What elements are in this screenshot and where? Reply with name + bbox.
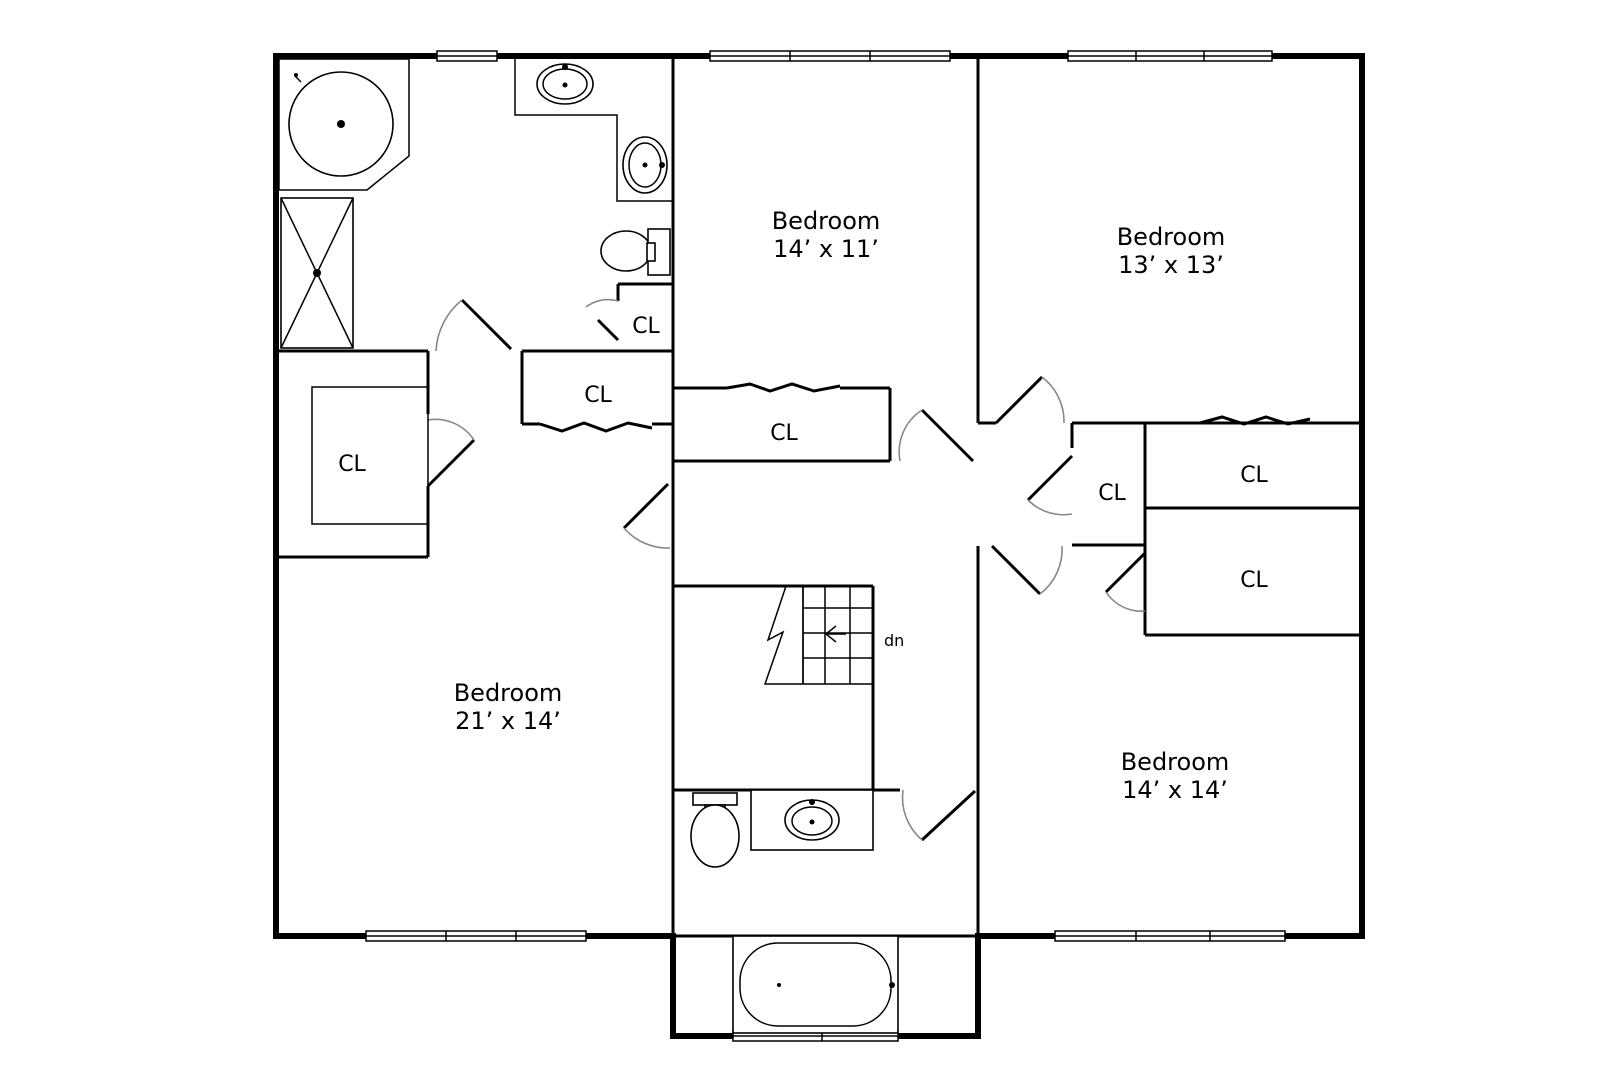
master-bath-fixtures (278, 58, 673, 349)
bedroom-top-right-name: Bedroom (1117, 223, 1226, 251)
closet-middle-bedroom-label: CL (770, 421, 798, 446)
shower-drain-icon (313, 269, 321, 277)
interior-walls (276, 56, 1362, 1036)
bedroom-top-middle-name: Bedroom (772, 207, 881, 235)
hall-toilet-tank (692, 792, 738, 806)
bedroom-left-name: Bedroom (454, 679, 563, 707)
corner-tub (278, 58, 410, 191)
doors (426, 298, 1147, 842)
staircase[interactable]: dn (673, 584, 904, 790)
hall-bath-fixtures (690, 789, 899, 1034)
closet-corridor-right-label: CL (1098, 481, 1126, 506)
exterior-walls (273, 53, 1365, 1039)
master-toilet (600, 230, 652, 272)
closet-master-bath-label: CL (632, 314, 660, 339)
room-labels: Bedroom 14’ x 11’ Bedroom 13’ x 13’ Bedr… (454, 207, 1230, 804)
closet-bifold-doors (539, 382, 1311, 433)
window-bottom-bedroom-left (365, 930, 587, 942)
closet-labels: CL CL CL CL CL CL CL (311, 314, 1269, 593)
closet-left-label: CL (338, 452, 366, 477)
windows (365, 50, 1286, 1042)
bedroom-bottom-right-name: Bedroom (1121, 748, 1230, 776)
bedroom-top-right-size: 13’ x 13’ (1118, 251, 1224, 279)
closet-right-upper-label: CL (1240, 463, 1268, 488)
window-top-bedroom-middle (709, 50, 951, 62)
window-bottom-bedroom-right (1054, 930, 1286, 942)
window-top-bedroom-right (1067, 50, 1273, 62)
closet-top-center-label: CL (584, 383, 612, 408)
stairs-direction-label: dn (884, 631, 904, 650)
bedroom-bottom-right-size: 14’ x 14’ (1122, 776, 1228, 804)
vanity-counter (514, 59, 673, 202)
window-top-master-bath (436, 50, 498, 62)
closet-right-lower-label: CL (1240, 568, 1268, 593)
bedroom-left-size: 21’ x 14’ (455, 707, 561, 735)
left-closet-box (311, 386, 429, 525)
tub-drain-icon (337, 120, 345, 128)
hall-toilet (690, 804, 740, 868)
bedroom-top-middle-size: 14’ x 11’ (773, 235, 879, 263)
hall-bathtub (732, 935, 899, 1034)
